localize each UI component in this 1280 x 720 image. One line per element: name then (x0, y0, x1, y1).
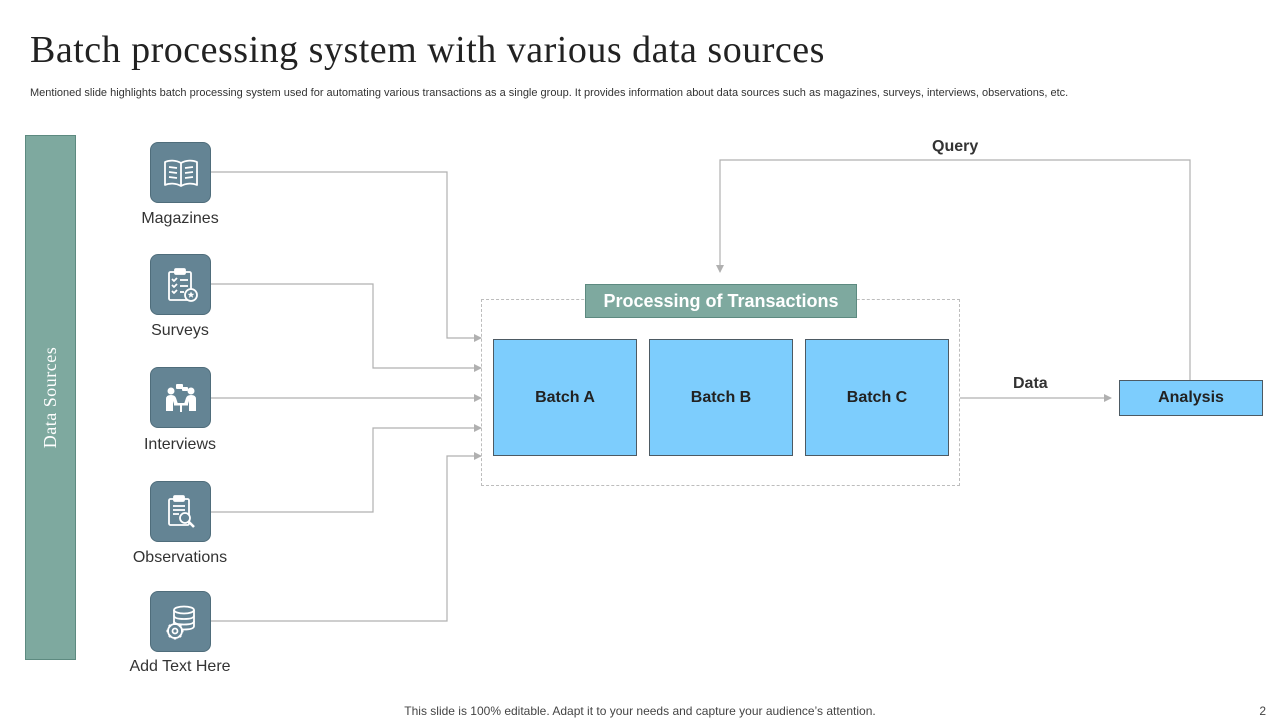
analysis-box: Analysis (1119, 380, 1263, 416)
connector-add-text (211, 452, 482, 622)
source-label-interviews: Interviews (143, 436, 217, 453)
batch-a-box: Batch A (493, 339, 637, 456)
source-label-magazines: Magazines (141, 210, 219, 227)
slide-footer: This slide is 100% editable. Adapt it to… (404, 704, 876, 718)
slide-title: Batch processing system with various dat… (30, 29, 825, 71)
batch-c-box: Batch C (805, 339, 949, 456)
connector-surveys (211, 283, 482, 372)
processing-title: Processing of Transactions (585, 284, 857, 318)
connector-query (716, 159, 1191, 380)
book-icon (150, 142, 211, 203)
interview-people-icon (150, 367, 211, 428)
clipboard-checklist-icon (150, 254, 211, 315)
connector-magazines (211, 171, 482, 342)
source-label-observations: Observations (132, 549, 228, 566)
database-gear-icon (150, 591, 211, 652)
data-sources-bar: Data Sources (25, 135, 76, 660)
source-label-surveys: Surveys (151, 322, 209, 339)
slide-subtitle: Mentioned slide highlights batch process… (30, 87, 1069, 99)
query-label: Query (932, 138, 979, 155)
data-label: Data (1013, 375, 1048, 392)
connector-observations (211, 424, 482, 513)
document-magnifier-icon (150, 481, 211, 542)
batch-b-box: Batch B (649, 339, 793, 456)
source-label-add-text: Add Text Here (129, 658, 231, 675)
page-number: 2 (1259, 704, 1266, 718)
